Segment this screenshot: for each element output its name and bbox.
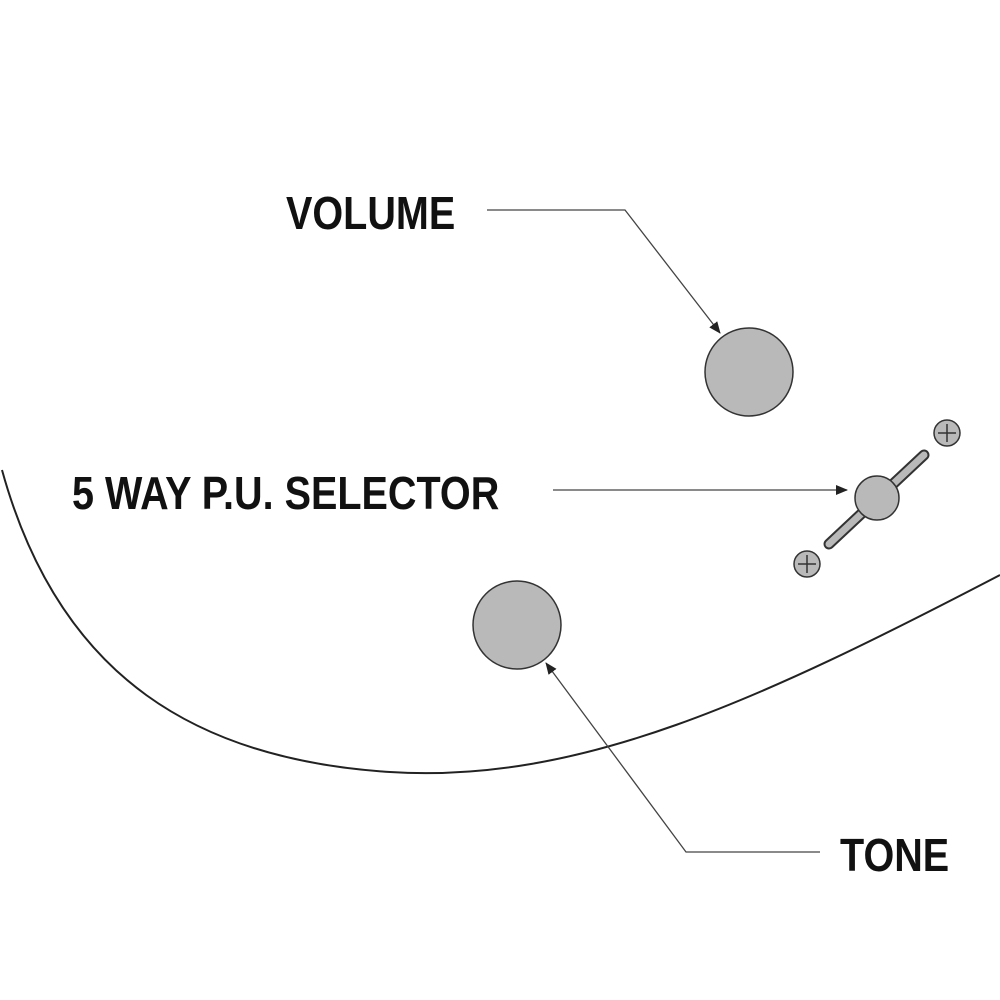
volume-label: VOLUME [286, 187, 456, 239]
selector-tip [854, 475, 900, 521]
tone-knob [472, 580, 562, 670]
selector-label: 5 WAY P.U. SELECTOR [72, 467, 500, 519]
screw-upper [933, 419, 961, 447]
screw-lower [793, 550, 821, 578]
tone-leader-line [545, 662, 820, 853]
selector-switch [823, 449, 930, 550]
volume-knob [704, 327, 794, 417]
guitar-body-outline [1, 469, 1000, 775]
volume-leader-line [487, 209, 721, 334]
tone-label: TONE [840, 829, 950, 881]
